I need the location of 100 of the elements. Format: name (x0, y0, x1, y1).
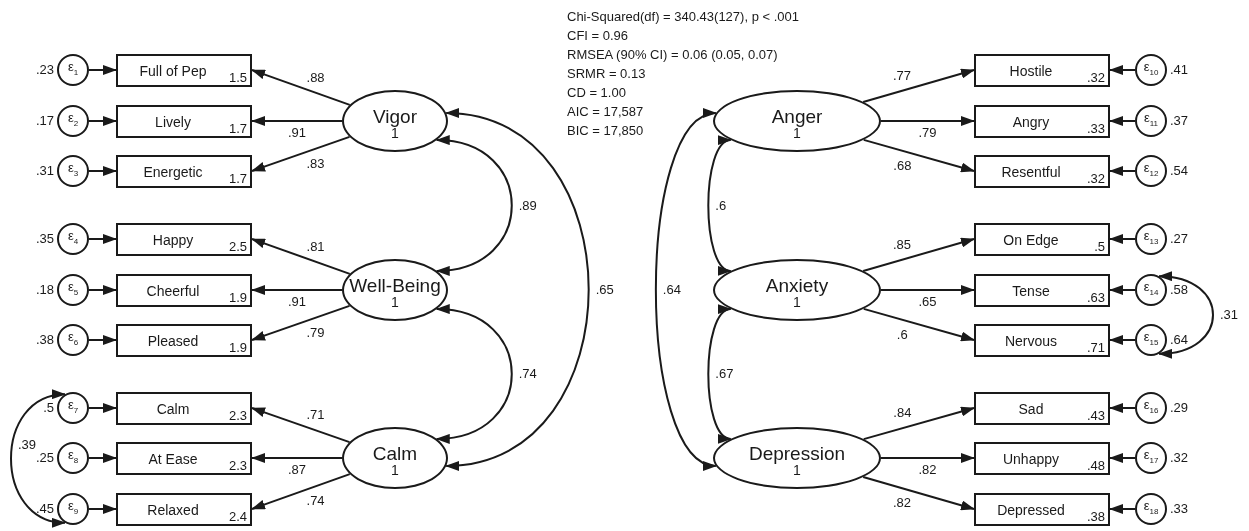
edge-label: .89 (518, 198, 537, 213)
variance-value: .32 (1170, 450, 1189, 465)
indicator-box (974, 392, 1110, 425)
error-term: ε$_{11}$ (1143, 111, 1159, 130)
factor-name: Anxiety (765, 275, 829, 296)
path-arrow (1109, 504, 1136, 514)
indicator-box (116, 442, 252, 475)
path-arrow (862, 138, 975, 173)
variance-value: .37 (1170, 113, 1189, 128)
indicator-box (116, 324, 252, 357)
indicator-box (116, 493, 252, 526)
intercept-value: .38 (1086, 509, 1105, 524)
path-arrow (862, 68, 975, 103)
path-arrow (880, 116, 975, 126)
intercept-value: .63 (1086, 290, 1105, 305)
indicator-box (974, 155, 1110, 188)
factor-variance: 1 (793, 126, 801, 140)
path-arrow (88, 504, 117, 514)
path-arrow (880, 453, 975, 463)
intercept-value: 2.3 (228, 458, 247, 473)
intercept-value: .33 (1086, 121, 1105, 136)
error-term: ε$_{14}$ (1143, 280, 1159, 299)
factor-variance: 1 (391, 295, 399, 309)
indicator-name: Pleased (146, 333, 200, 349)
error-term: ε$_{2}$ (67, 111, 79, 130)
indicator-box (116, 274, 252, 307)
fit-statistic: SRMR = 0.13 (567, 66, 646, 81)
indicator-box (116, 54, 252, 87)
indicator-name: Cheerful (145, 283, 201, 299)
edge-label: .87 (288, 463, 307, 477)
path-arrow (251, 407, 351, 444)
edge-label: .91 (288, 126, 307, 140)
intercept-value: 1.9 (228, 340, 247, 355)
path-arrow (251, 304, 351, 341)
edge-label: .79 (306, 325, 325, 340)
edge-label: .91 (288, 295, 307, 309)
error-term: ε$_{13}$ (1143, 229, 1159, 248)
indicator-name: Nervous (1003, 333, 1059, 349)
edge-label: .65 (595, 282, 614, 297)
factor-name: Vigor (373, 106, 417, 127)
path-arrow (1109, 403, 1136, 413)
indicator-box (116, 223, 252, 256)
edge-label: .79 (918, 126, 937, 140)
intercept-value: 1.7 (228, 171, 247, 186)
path-arrow (88, 166, 117, 176)
indicator-name: Lively (154, 114, 192, 130)
factor-variance: 1 (391, 126, 399, 140)
indicator-box (974, 223, 1110, 256)
variance-value: .27 (1170, 231, 1189, 246)
path-arrow (1109, 285, 1136, 295)
path-arrow (88, 285, 117, 295)
edge-label: .6 (896, 327, 908, 342)
indicator-box (116, 392, 252, 425)
factor-variance: 1 (793, 463, 801, 477)
covariance-arrow (445, 110, 590, 469)
indicator-box (116, 155, 252, 188)
intercept-value: .5 (1094, 239, 1105, 254)
variance-value: .41 (1170, 62, 1189, 77)
covariance-arrow (435, 305, 513, 443)
indicator-box (974, 442, 1110, 475)
error-term: ε$_{7}$ (67, 398, 79, 417)
variance-value: .45 (35, 501, 54, 516)
error-term: ε$_{10}$ (1143, 60, 1159, 79)
path-arrow (251, 453, 343, 463)
factor-name: Depression (748, 443, 846, 464)
error-term: ε$_{12}$ (1143, 161, 1159, 180)
variance-value: .54 (1170, 163, 1189, 178)
error-term: ε$_{3}$ (67, 161, 79, 180)
edge-label: .74 (518, 367, 537, 381)
variance-value: .5 (43, 400, 54, 415)
edge-label: .82 (918, 463, 937, 477)
intercept-value: .71 (1086, 340, 1105, 355)
intercept-value: 1.7 (228, 121, 247, 136)
path-arrow (1109, 116, 1136, 126)
edge-label: .65 (918, 295, 937, 309)
variance-value: .29 (1170, 400, 1189, 415)
path-arrow (251, 69, 351, 106)
path-arrow (251, 238, 351, 275)
factor-variance: 1 (391, 463, 399, 477)
intercept-value: 1.5 (228, 70, 247, 85)
path-arrow (88, 453, 117, 463)
intercept-value: 1.9 (228, 290, 247, 305)
path-arrow (862, 476, 975, 511)
indicator-box (974, 493, 1110, 526)
intercept-value: .32 (1086, 70, 1105, 85)
fit-statistic: BIC = 17,850 (567, 123, 644, 138)
indicator-name: Sad (1017, 401, 1045, 417)
indicator-name: Hostile (1008, 63, 1054, 79)
indicator-box (974, 54, 1110, 87)
path-arrow (251, 116, 343, 126)
indicator-box (974, 105, 1110, 138)
path-arrow (1109, 453, 1136, 463)
indicator-name: Happy (151, 232, 195, 248)
variance-value: .17 (35, 113, 54, 128)
path-arrow (88, 65, 117, 75)
indicator-name: At Ease (147, 451, 199, 467)
fit-statistic: RMSEA (90% CI) = 0.06 (0.05, 0.07) (567, 47, 778, 62)
variance-value: .23 (35, 62, 54, 77)
error-term: ε$_{9}$ (67, 499, 79, 518)
edge-label: .85 (893, 237, 912, 252)
